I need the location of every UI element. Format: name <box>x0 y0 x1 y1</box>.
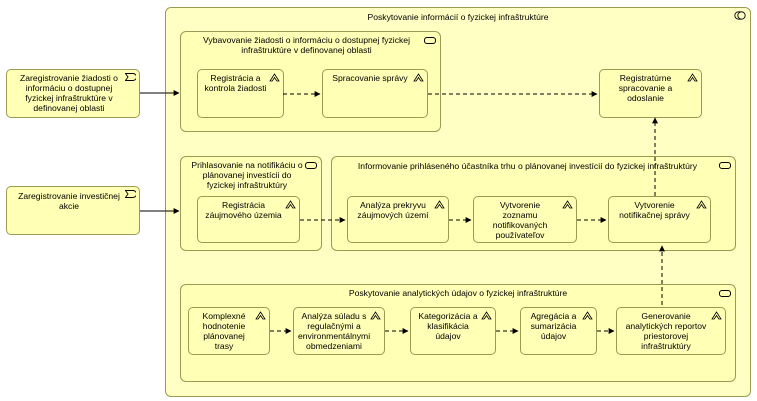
analytics-title: Poskytovanie analytických údajov o fyzic… <box>348 288 568 298</box>
event-icon <box>125 190 136 198</box>
outer-function-title: Poskytovanie informácií o fyzickej infra… <box>367 12 549 22</box>
process-chevron-icon <box>255 311 266 320</box>
process-label: Generovanie analytických reportov priest… <box>625 311 707 351</box>
process-chevron-icon <box>413 73 424 82</box>
process-complex[interactable]: Komplexné hodnotenie plánovanej trasy <box>188 307 270 355</box>
process-registry[interactable]: Registratúrne spracovanie a odoslanie <box>599 69 702 118</box>
service-icon <box>305 162 317 169</box>
process-categorization[interactable]: Kategorizácia a klasifikácia údajov <box>410 307 496 355</box>
process-reports[interactable]: Generovanie analytických reportov priest… <box>616 307 726 355</box>
process-label: Kategorizácia a klasifikácia údajov <box>418 311 478 341</box>
process-processing[interactable]: Spracovanie správy <box>322 69 428 118</box>
process-compliance[interactable]: Analýza súladu s regulačnými a environme… <box>293 307 385 355</box>
process-aggregation[interactable]: Agregácia a sumarizácia údajov <box>520 307 597 355</box>
process-reg-control[interactable]: Registrácia a kontrola žiadosti <box>197 69 284 118</box>
event-request-label: Zaregistrovanie žiadosti o informáciu o … <box>20 73 118 113</box>
process-chevron-icon <box>582 311 593 320</box>
process-overlap[interactable]: Analýza prekryvu záujmových území <box>347 196 449 243</box>
service-icon <box>719 162 731 169</box>
function-icon <box>734 11 746 20</box>
process-interest[interactable]: Registrácia záujmového územia <box>197 196 300 243</box>
process-label: Spracovanie správy <box>332 73 408 83</box>
process-list[interactable]: Vytvorenie zoznamu notifikovaných použív… <box>473 196 577 243</box>
process-label: Vytvorenie zoznamu notifikovaných použív… <box>492 200 548 240</box>
notification-title: Informovanie prihláseného účastníka trhu… <box>357 161 698 171</box>
process-label: Agregácia a sumarizácia údajov <box>530 311 577 341</box>
process-label: Analýza súladu s regulačnými a environme… <box>298 311 371 351</box>
service-icon <box>719 290 731 297</box>
process-chevron-icon <box>269 73 280 82</box>
process-chevron-icon <box>711 311 722 320</box>
request-handling-title: Vybavovanie žiadosti o informáciu o dost… <box>203 35 410 55</box>
process-label: Vytvorenie notifikačnej správy <box>619 200 690 220</box>
process-chevron-icon <box>562 200 573 209</box>
process-chevron-icon <box>481 311 492 320</box>
process-chevron-icon <box>370 311 381 320</box>
process-chevron-icon <box>285 200 296 209</box>
event-icon <box>125 73 136 81</box>
process-chevron-icon <box>696 200 707 209</box>
process-label: Registratúrne spracovanie a odoslanie <box>618 73 673 103</box>
process-label: Analýza prekryvu záujmových území <box>357 200 429 220</box>
process-chevron-icon <box>434 200 445 209</box>
service-icon <box>424 37 436 44</box>
process-notification[interactable]: Vytvorenie notifikačnej správy <box>608 196 711 243</box>
process-label: Registrácia a kontrola žiadosti <box>204 73 267 93</box>
event-investment-label: Zaregistrovanie investičnej akcie <box>18 191 120 211</box>
subscription-title: Prihlasovanie na notifikáciu o plánovane… <box>191 160 303 190</box>
event-investment-registration[interactable]: Zaregistrovanie investičnej akcie <box>6 186 140 235</box>
process-label: Registrácia záujmového územia <box>205 200 282 220</box>
event-request-registration[interactable]: Zaregistrovanie žiadosti o informáciu o … <box>6 69 140 118</box>
process-chevron-icon <box>687 73 698 82</box>
process-label: Komplexné hodnotenie plánovanej trasy <box>202 311 246 351</box>
